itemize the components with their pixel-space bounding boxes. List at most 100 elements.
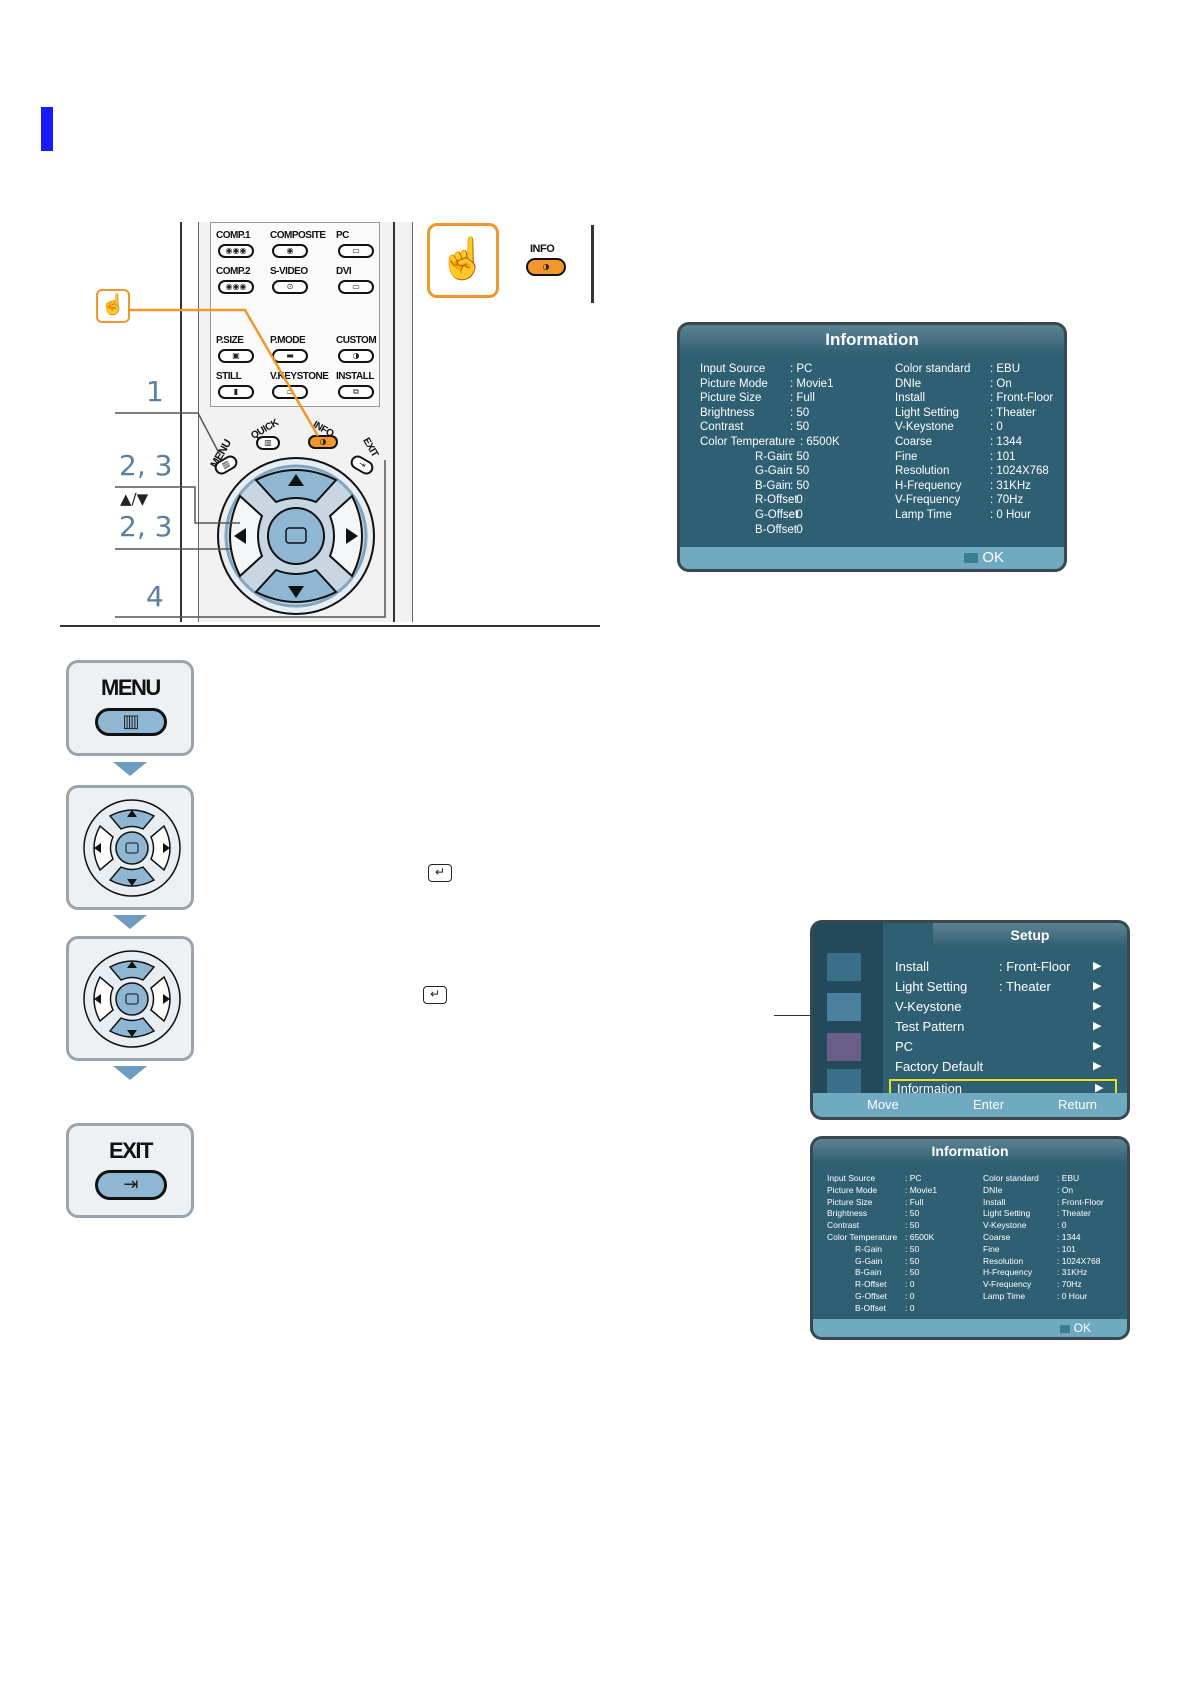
setup-item-v-keystone[interactable]: V-Keystone▶	[889, 999, 1117, 1018]
info-right-value: : Front-Floor	[990, 392, 1054, 405]
info-callout-label: INFO	[530, 243, 555, 255]
remote-label-install: INSTALL	[336, 371, 374, 382]
remote-button-p-size[interactable]: ▣	[218, 349, 254, 363]
remote-label-custom: CUSTOM	[336, 335, 377, 346]
step-menu-label: MENU	[101, 675, 161, 700]
info-right-key: Light Setting	[983, 1208, 1031, 1219]
remote-button-comp-1[interactable]: ◉◉◉	[218, 244, 254, 258]
chevron-right-icon: ▶	[1093, 960, 1102, 972]
info-left-value: : Full	[790, 392, 815, 405]
setup-item-install[interactable]: Install: Front-Floor▶	[889, 959, 1117, 978]
chevron-right-icon: ▶	[1093, 1000, 1102, 1012]
step3-dpad-icon[interactable]	[77, 943, 187, 1055]
info-right-key: Install	[895, 392, 926, 405]
remote-label-composite: COMPOSITE	[270, 230, 326, 241]
info-left-key: Picture Size	[700, 392, 762, 405]
info-right-value: : 0 Hour	[1057, 1291, 1088, 1301]
setup-item-label: PC	[895, 1039, 914, 1054]
info-left-key: Color Temperature	[827, 1232, 898, 1242]
category-icon-4[interactable]	[827, 1069, 861, 1095]
info-left-value: : 50	[905, 1255, 920, 1266]
info-right-value: : Theater	[1057, 1208, 1091, 1219]
press-hand-icon: ☝	[96, 289, 130, 323]
remote-button-still[interactable]: ▮	[218, 385, 254, 399]
remote-label-dvi: DVI	[336, 266, 352, 277]
setup-screen: Setup Install: Front-Floor▶Light Setting…	[810, 920, 1130, 1120]
info-right-value: : 0	[1057, 1220, 1067, 1231]
footer-return: Return	[1058, 1097, 1098, 1112]
chevron-right-icon: ▶	[1095, 1082, 1104, 1094]
info-right-key: V-Frequency	[983, 1279, 1032, 1290]
setup-item-test-pattern[interactable]: Test Pattern▶	[889, 1019, 1117, 1038]
remote-label-comp-1: COMP.1	[216, 230, 251, 241]
info-right-key: DNIe	[895, 377, 922, 390]
info-right-key: Lamp Time	[895, 509, 952, 521]
setup-item-factory-default[interactable]: Factory Default▶	[889, 1059, 1117, 1078]
remote-quick-button[interactable]: ▥	[256, 436, 280, 450]
chevron-right-icon: ▶	[1093, 980, 1102, 992]
remote-edge-left	[180, 222, 182, 622]
info-callout-button[interactable]: ◑	[526, 258, 566, 276]
info-left-key: G-Offset	[855, 1291, 887, 1301]
info-left-value: : 50	[905, 1243, 920, 1254]
info-left-value: : 0	[790, 523, 803, 536]
remote-edge-inner-right	[412, 222, 413, 622]
callout-divider	[591, 225, 594, 303]
osd-small-footer: OK	[813, 1319, 1127, 1337]
info-left-value: : 50	[790, 450, 810, 463]
info-left-key: R-Offset	[755, 494, 798, 507]
osd-title: Information	[680, 325, 1064, 355]
info-right-value: : Theater	[990, 406, 1036, 419]
category-icon-2[interactable]	[827, 993, 861, 1021]
remote-button-install[interactable]: ⧉	[338, 385, 374, 399]
remote-button-pc[interactable]: ▭	[338, 244, 374, 258]
info-right-value: : Front-Floor	[1057, 1196, 1104, 1207]
remote-dpad[interactable]	[200, 440, 400, 640]
ok-icon	[964, 553, 979, 564]
ok-button-small[interactable]: OK	[1073, 1321, 1091, 1335]
ok-button[interactable]: OK	[982, 549, 1004, 566]
info-left-key: B-Gain	[855, 1267, 882, 1278]
info-right-key: V-Keystone	[983, 1220, 1027, 1231]
setup-item-pc[interactable]: PC ▶	[889, 1039, 1117, 1058]
info-left-value: : Full	[905, 1196, 924, 1207]
step-menu-button[interactable]: ▥	[95, 708, 167, 736]
remote-button-custom[interactable]: ◑	[338, 349, 374, 363]
info-left-key: R-Gain	[755, 450, 792, 463]
setup-item-value: : Front-Floor	[999, 959, 1071, 974]
remote-button-composite[interactable]: ◉	[272, 244, 308, 258]
step2-dpad-icon[interactable]	[77, 792, 187, 904]
info-right-key: Install	[983, 1196, 1006, 1207]
chevron-right-icon: ▶	[1093, 1040, 1102, 1052]
info-left-value: : 50	[790, 406, 810, 419]
step-exit-label: EXIT	[109, 1138, 153, 1163]
info-left-key: G-Gain	[755, 465, 793, 478]
info-right-key: H-Frequency	[895, 479, 962, 492]
remote-button-comp-2[interactable]: ◉◉◉	[218, 280, 254, 294]
setup-item-label: Information	[897, 1081, 963, 1096]
remote-baseline	[60, 625, 600, 627]
info-right-value: : 0	[990, 421, 1003, 434]
step-exit-button[interactable]: ⇥	[95, 1170, 167, 1200]
setup-title: Setup	[933, 923, 1127, 947]
remote-info-button[interactable]: ◑	[308, 435, 338, 449]
remote-edge-inner	[198, 222, 199, 622]
step-label-arrows: ▲/▼	[120, 490, 149, 508]
info-left-key: Picture Mode	[827, 1184, 878, 1195]
info-right-value: : 1024X768	[1057, 1255, 1101, 1266]
category-icon-3[interactable]	[827, 1033, 861, 1061]
setup-item-light-setting[interactable]: Light Setting: Theater▶	[889, 979, 1117, 998]
press-hand-icon-large: ☝	[427, 223, 499, 298]
remote-button-s-video[interactable]: ⊙	[272, 280, 308, 294]
category-icon-1[interactable]	[827, 953, 861, 981]
info-right-key: Fine	[895, 450, 918, 463]
step-label-4: 4	[146, 580, 164, 613]
info-right-value: : 70Hz	[990, 494, 1024, 507]
info-right-value: : 70Hz	[1057, 1279, 1082, 1290]
info-left-value: : Movie1	[790, 377, 834, 390]
info-left-key: Contrast	[700, 421, 744, 434]
remote-button-dvi[interactable]: ▭	[338, 280, 374, 294]
remote-edge-right	[393, 222, 395, 622]
info-left-key: B-Offset	[755, 523, 797, 536]
